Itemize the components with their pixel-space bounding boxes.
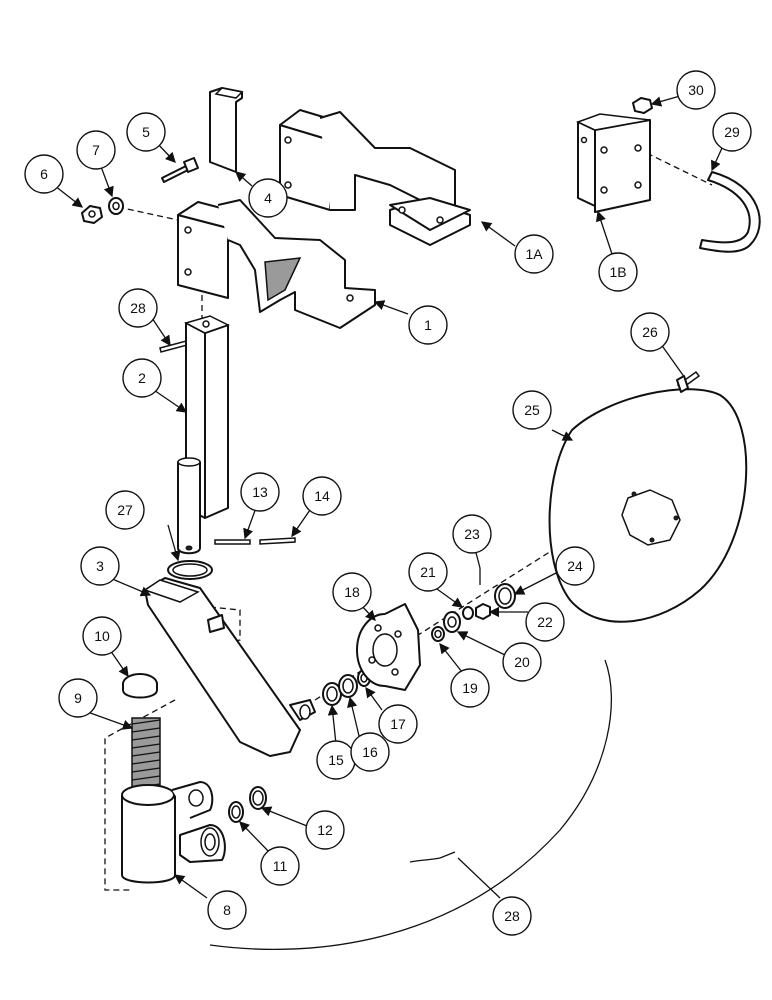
svg-text:7: 7 xyxy=(92,142,100,158)
part-13-pin xyxy=(214,539,251,545)
label-12: 12 xyxy=(305,810,345,850)
svg-text:28: 28 xyxy=(504,908,520,924)
part-26-bolt xyxy=(676,370,701,393)
part-20-nut xyxy=(443,611,461,633)
label-19: 19 xyxy=(450,668,490,708)
label-25: 25 xyxy=(512,390,552,430)
label-14: 14 xyxy=(302,476,342,516)
svg-text:9: 9 xyxy=(74,690,82,706)
label-20: 20 xyxy=(502,642,542,682)
part-1b-plate xyxy=(576,113,651,213)
svg-text:2: 2 xyxy=(138,370,146,386)
part-8-housing xyxy=(121,781,226,884)
svg-text:29: 29 xyxy=(724,124,740,140)
part-24-cap xyxy=(494,583,516,609)
label-10: 10 xyxy=(82,616,122,656)
svg-text:18: 18 xyxy=(344,584,360,600)
label-22: 22 xyxy=(525,602,565,642)
part-29-u-bolt xyxy=(699,171,761,253)
part-30-nut xyxy=(632,97,653,114)
svg-text:25: 25 xyxy=(524,402,540,418)
label-29: 29 xyxy=(712,112,752,152)
svg-text:28: 28 xyxy=(130,300,146,316)
part-4-strap xyxy=(209,87,244,173)
label-5: 5 xyxy=(126,112,166,152)
svg-text:21: 21 xyxy=(420,564,436,580)
label-9: 9 xyxy=(58,678,98,718)
svg-text:22: 22 xyxy=(537,614,553,630)
part-11-washer xyxy=(228,801,244,823)
assembly-bracket-28 xyxy=(209,659,613,951)
label-3: 3 xyxy=(80,546,120,586)
svg-text:1A: 1A xyxy=(525,246,543,262)
label-26: 26 xyxy=(630,312,670,352)
svg-text:19: 19 xyxy=(462,680,478,696)
part-14-pin xyxy=(259,537,296,545)
svg-text:1B: 1B xyxy=(609,264,626,280)
svg-text:6: 6 xyxy=(40,166,48,182)
label-6: 6 xyxy=(24,154,64,194)
part-1a-bracket xyxy=(279,109,471,246)
svg-text:12: 12 xyxy=(317,822,333,838)
part-25-disc xyxy=(548,388,748,623)
label-24: 24 xyxy=(555,546,595,586)
svg-text:4: 4 xyxy=(264,190,272,206)
label-1a: 1A xyxy=(514,234,554,274)
svg-text:3: 3 xyxy=(96,558,104,574)
label-30: 30 xyxy=(676,70,716,110)
part-19-washer xyxy=(431,626,445,642)
part-7-washer xyxy=(108,197,124,215)
svg-text:17: 17 xyxy=(390,716,406,732)
part-27-ring xyxy=(167,560,213,580)
svg-text:26: 26 xyxy=(642,324,658,340)
label-23: 23 xyxy=(452,514,492,554)
part-12-washer xyxy=(249,786,267,810)
label-7: 7 xyxy=(76,130,116,170)
label-15: 15 xyxy=(316,740,356,780)
svg-text:8: 8 xyxy=(223,902,231,918)
svg-text:15: 15 xyxy=(328,752,344,768)
part-10-cap xyxy=(122,673,158,699)
label-1b: 1B xyxy=(598,252,638,292)
part-16-bearing xyxy=(338,674,358,698)
part-1-bracket xyxy=(177,199,376,329)
part-6-nut xyxy=(81,205,103,224)
label-28-upper: 28 xyxy=(118,288,158,328)
svg-text:30: 30 xyxy=(688,82,704,98)
label-16: 16 xyxy=(350,732,390,772)
svg-text:11: 11 xyxy=(273,858,288,874)
part-3-arm xyxy=(143,577,316,757)
svg-text:24: 24 xyxy=(567,558,583,574)
label-13: 13 xyxy=(240,472,280,512)
svg-text:10: 10 xyxy=(94,628,110,644)
svg-text:16: 16 xyxy=(362,744,378,760)
part-18-hub xyxy=(356,603,421,691)
label-21: 21 xyxy=(408,552,448,592)
label-17: 17 xyxy=(378,704,418,744)
label-11: 11 xyxy=(260,846,300,886)
svg-text:13: 13 xyxy=(252,484,268,500)
svg-text:27: 27 xyxy=(117,502,133,518)
part-21-washer xyxy=(462,606,474,620)
label-18: 18 xyxy=(332,572,372,612)
svg-text:14: 14 xyxy=(314,488,330,504)
svg-text:23: 23 xyxy=(464,526,480,542)
label-4: 4 xyxy=(248,178,288,218)
label-27: 27 xyxy=(105,490,145,530)
part-22-nut xyxy=(475,603,491,620)
part-5-bolt xyxy=(161,157,199,183)
label-1: 1 xyxy=(408,305,448,345)
part-9-spring xyxy=(131,717,161,789)
label-2: 2 xyxy=(122,358,162,398)
label-28-lower: 28 xyxy=(492,896,532,936)
svg-text:1: 1 xyxy=(424,317,432,333)
svg-text:5: 5 xyxy=(142,124,150,140)
label-8: 8 xyxy=(207,890,247,930)
part-2-shank xyxy=(177,315,230,555)
svg-text:20: 20 xyxy=(514,654,530,670)
